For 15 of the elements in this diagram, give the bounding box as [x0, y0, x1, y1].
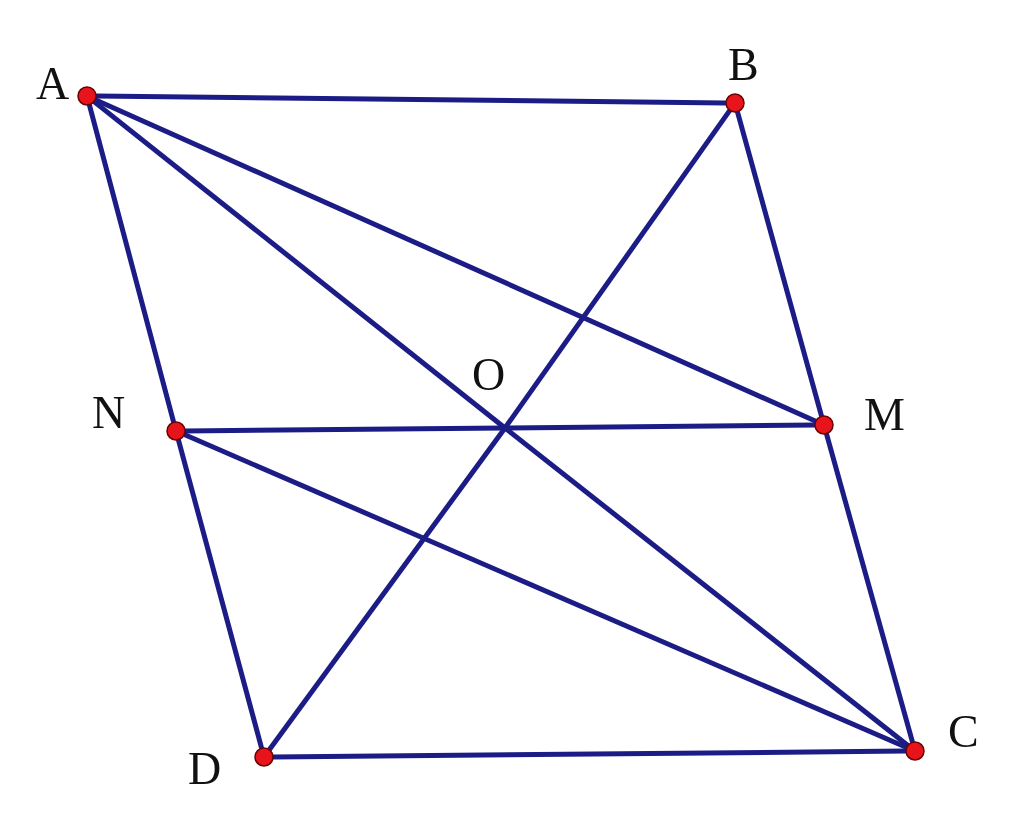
line-segment [175, 439, 265, 749]
point-label: D [188, 743, 222, 794]
point-label: A [36, 58, 70, 109]
line-segment [94, 97, 817, 424]
point-label: B [728, 39, 759, 90]
line-segment [735, 111, 824, 417]
line-segment [86, 104, 177, 423]
line-segment [824, 433, 915, 743]
line-segment [95, 93, 727, 106]
line-segment [183, 432, 908, 750]
point-label: C [948, 706, 979, 757]
point-label: M [864, 389, 905, 440]
point-label: N [92, 387, 126, 438]
line-segment [272, 748, 907, 760]
point-label: O [472, 349, 506, 400]
